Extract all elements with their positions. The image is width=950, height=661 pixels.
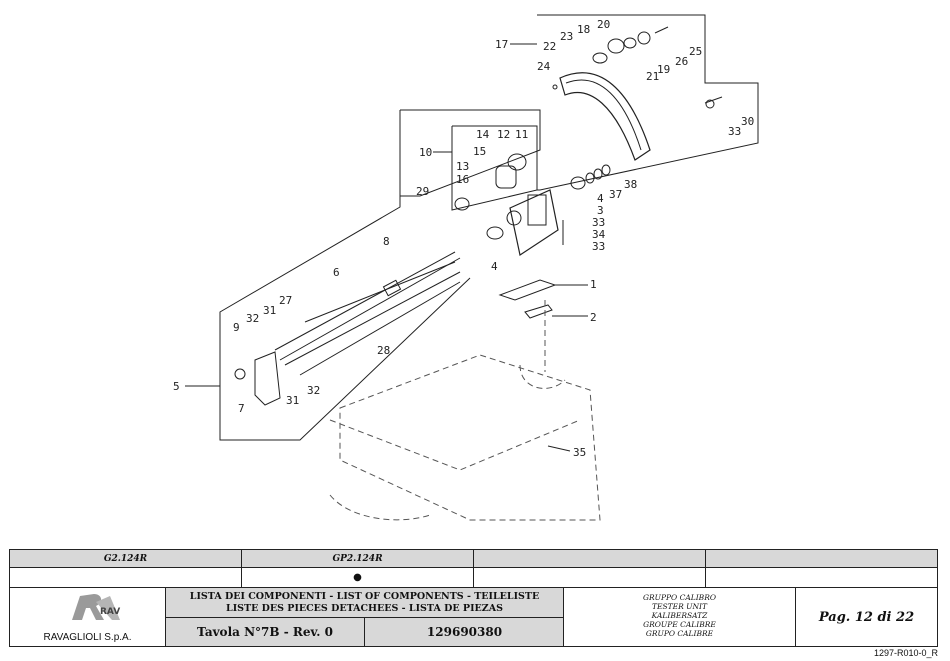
callout-label: 3 [597,204,604,217]
title-block: G2.124R GP2.124R ● RAV RAVAGLIOLI S.p.A.… [9,549,938,647]
callout-label: 33 [728,125,741,138]
page-number: Pag. 12 di 22 [818,609,915,625]
callout-label: 31 [263,304,276,317]
callout-label: 33 [592,216,605,229]
group-name: TESTER UNIT [652,602,707,611]
callout-label: 19 [657,63,670,76]
callout-label: 24 [537,60,551,73]
list-title: LISTA DEI COMPONENTI - LIST OF COMPONENT… [166,588,563,618]
callout-label: 5 [173,380,180,393]
callout-label: 15 [473,145,486,158]
callout-label: 2 [590,311,597,324]
callout-label: 22 [543,40,556,53]
company-logo: RAV [72,594,120,620]
list-meta: Tavola N°7B - Rev. 0 129690380 [166,618,563,646]
callout-label: 28 [377,344,390,357]
callout-label: 11 [515,128,528,141]
callout-label: 4 [491,260,498,273]
callout-label: 14 [476,128,490,141]
company-name: RAVAGLIOLI S.p.A. [43,632,132,643]
exploded-parts-drawing: 1 2 3 4 4 5 6 7 8 9 10 11 12 13 14 15 16… [173,14,759,521]
model-mark-row: ● [10,568,937,588]
callout-label: 31 [286,394,299,407]
callout-label: 18 [577,23,590,36]
callout-label: 6 [333,266,340,279]
model-mark [10,568,242,587]
model-mark [474,568,706,587]
callout-label: 37 [609,188,622,201]
callout-label: 29 [416,185,429,198]
model-cell: G2.124R [10,550,242,567]
callout-label: 21 [646,70,659,83]
callout-label: 16 [456,173,469,186]
callout-label: 7 [238,402,245,415]
model-header-row: G2.124R GP2.124R [10,550,937,568]
callout-label: 33 [592,240,605,253]
callout-label: 8 [383,235,390,248]
model-cell: GP2.124R [242,550,474,567]
callout-label: 38 [624,178,637,191]
callout-label: 25 [689,45,702,58]
group-name: KALIBERSATZ [651,611,708,620]
model-cell [706,550,937,567]
callout-label: 10 [419,146,432,159]
list-title-line: LISTA DEI COMPONENTI - LIST OF COMPONENT… [189,591,540,602]
callout-label: 26 [675,55,688,68]
callout-label: 9 [233,321,240,334]
svg-text:RAV: RAV [100,607,120,617]
model-cell [474,550,706,567]
group-name: GROUPE CALIBRE [643,620,716,629]
callout-label: 35 [573,446,586,459]
model-mark: ● [242,568,474,587]
callout-label: 32 [307,384,320,397]
callout-label: 20 [597,18,610,31]
callout-label: 32 [246,312,259,325]
callout-label: 23 [560,30,573,43]
callout-label: 4 [597,192,604,205]
callout-label: 12 [497,128,510,141]
list-title-cell: LISTA DEI COMPONENTI - LIST OF COMPONENT… [166,588,564,646]
callout-label: 27 [279,294,292,307]
group-name: GRUPPO CALIBRO [643,593,716,602]
model-mark [706,568,937,587]
callout-label: 1 [590,278,597,291]
callout-label: 34 [592,228,606,241]
part-code: 129690380 [426,625,503,639]
title-block-bottom: RAV RAVAGLIOLI S.p.A. LISTA DEI COMPONEN… [10,588,937,646]
callout-label: 13 [456,160,469,173]
callout-label: 17 [495,38,508,51]
list-title-line: LISTE DES PIECES DETACHEES - LISTA DE PI… [226,603,503,614]
logo-cell: RAV RAVAGLIOLI S.p.A. [10,588,166,646]
document-reference: 1297-R010-0_R [873,648,938,658]
table-revision: Tavola N°7B - Rev. 0 [166,618,365,646]
callout-label: 30 [741,115,754,128]
group-name: GRUPO CALIBRE [645,629,714,638]
group-names: GRUPPO CALIBRO TESTER UNIT KALIBERSATZ G… [564,588,796,646]
